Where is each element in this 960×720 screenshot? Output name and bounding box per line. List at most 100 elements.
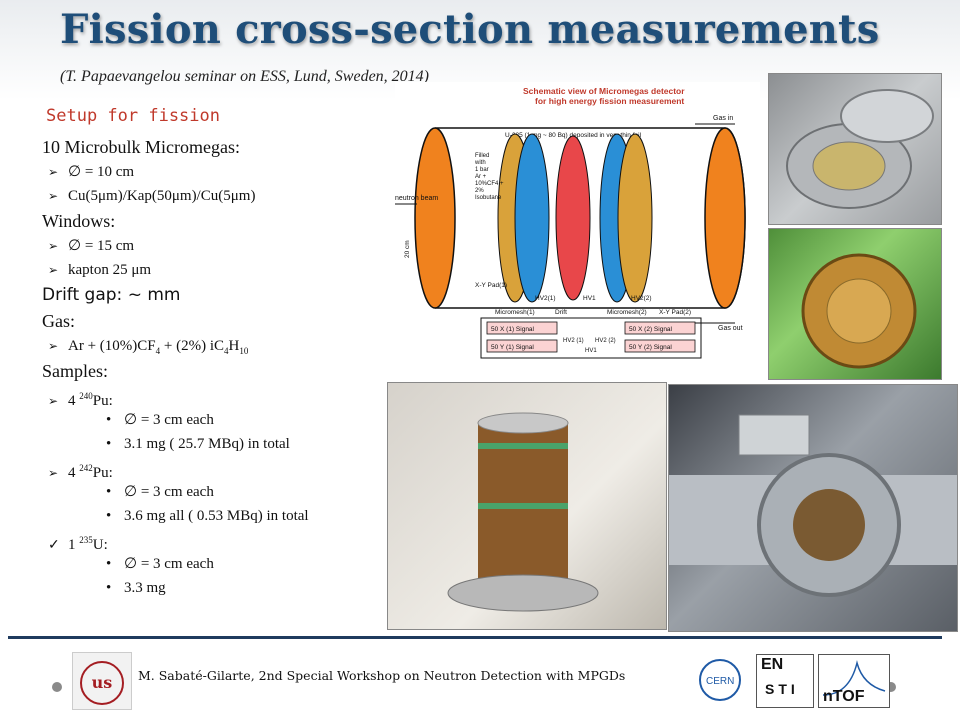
stack-ring-shape	[478, 503, 568, 509]
window-left	[414, 127, 456, 309]
en-text: EN	[761, 656, 784, 673]
micromesh-1	[514, 133, 550, 303]
dot-bullet-icon: •	[106, 484, 112, 500]
xy-pad1-label: X-Y Pad(1)	[475, 282, 507, 289]
arrow-bullet-icon: ➢	[48, 165, 59, 179]
list-item: ➢kapton 25 μm	[42, 258, 392, 282]
footer-citation: M. Sabaté-Gilarte, 2nd Special Workshop …	[138, 668, 626, 683]
list-item: ➢∅ = 10 cm	[42, 160, 392, 184]
hv1-label: HV1	[583, 295, 596, 302]
hv2-2-label: HV2(2)	[631, 295, 652, 302]
micromegas-schematic: Schematic view of Micromegas detector fo…	[395, 82, 760, 360]
en-sti-logo: EN STI	[756, 654, 814, 708]
slide-title: Fission cross-section measurements	[60, 6, 880, 53]
list-item: •3.3 mg	[42, 576, 392, 600]
schematic-title-2: for high energy fission measurement	[535, 96, 684, 106]
ntof-logo: nTOF	[818, 654, 890, 708]
list-item: ✓1 235U:	[42, 528, 392, 553]
stack-top-shape	[477, 412, 569, 434]
arrow-bullet-icon: ➢	[48, 189, 59, 203]
filled-with-line: 2%	[475, 188, 484, 194]
list-item: •3.6 mg all ( 0.53 MBq) in total	[42, 504, 392, 528]
filled-with-line: 10%CF4 +	[475, 181, 504, 187]
slide-subtitle: (T. Papaevangelou seminar on ESS, Lund, …	[60, 68, 429, 85]
filled-with-line: Filled	[475, 153, 489, 159]
university-logo: us	[72, 652, 132, 710]
xy-pad2-label: X-Y Pad(2)	[659, 309, 691, 316]
cern-text: CERN	[706, 676, 734, 687]
dot-bullet-icon: •	[106, 580, 112, 596]
ntof-curve-icon	[822, 660, 886, 696]
box-hv2-1-label: HV2 (1)	[563, 338, 584, 344]
arrow-bullet-icon: ➢	[48, 394, 59, 408]
gas-out-label: Gas out	[718, 325, 743, 332]
drift-gap-label: Drift gap: ~ mm	[42, 285, 181, 305]
foil-shape	[812, 141, 886, 191]
checkmark-icon: ✓	[48, 538, 60, 553]
filled-with-line: Isobutane	[475, 195, 502, 201]
inner-disk-shape	[826, 278, 892, 344]
micromesh1-label: Micromesh(1)	[495, 309, 535, 316]
footer-rule	[8, 636, 942, 639]
deposit-label: U-235 (1 mg ~ 80 Bq) deposited in very t…	[505, 132, 642, 139]
beamline-photo	[668, 384, 958, 632]
footer-dot-right-icon	[886, 682, 896, 692]
cern-ring-icon	[699, 659, 741, 701]
list-item: ➢∅ = 15 cm	[42, 234, 392, 258]
samples-label: Samples:	[42, 361, 108, 381]
stack-ring-shape	[478, 443, 568, 449]
schematic-title-1: Schematic view of Micromegas detector	[523, 86, 685, 96]
arrow-bullet-icon: ➢	[48, 239, 59, 253]
height-label: 20 cm	[404, 240, 411, 258]
filled-with-line: 1 bar	[475, 167, 489, 173]
signal-y1-box	[486, 339, 558, 353]
window-right	[704, 127, 746, 309]
signal-y2-label: 50 Y (2) Signal	[629, 344, 672, 351]
list-item: ➢4 242Pu:	[42, 456, 392, 481]
list-item: •∅ = 3 cm each	[42, 480, 392, 504]
drift-label: Drift	[555, 309, 567, 316]
sti-text: STI	[765, 681, 799, 697]
signal-y1-label: 50 Y (1) Signal	[491, 344, 534, 351]
arrow-bullet-icon: ➢	[48, 466, 59, 480]
dot-bullet-icon: •	[106, 556, 112, 572]
dot-bullet-icon: •	[106, 412, 112, 428]
pcb-photo	[768, 228, 942, 380]
micromegas-label: 10 Microbulk Micromegas:	[42, 137, 240, 157]
ntof-text: nTOF	[823, 688, 865, 705]
filled-with-line: Ar +	[475, 174, 487, 180]
signal-x2-label: 50 X (2) Signal	[629, 326, 673, 333]
signal-x1-label: 50 X (1) Signal	[491, 326, 535, 333]
stack-base-shape	[447, 574, 599, 612]
signal-y2-box	[624, 339, 696, 353]
electronics-box-shape	[738, 414, 810, 456]
footer-dot-left-icon	[52, 682, 62, 692]
university-seal-icon: us	[80, 661, 124, 705]
filled-with-line: with	[474, 160, 486, 166]
box-hv2-2-label: HV2 (2)	[595, 338, 616, 344]
neutron-beam-label: neutron beam	[395, 195, 438, 202]
xy-pad-2	[617, 133, 653, 303]
drift-electrode	[555, 135, 591, 301]
list-item: •∅ = 3 cm each	[42, 552, 392, 576]
list-item: ➢Cu(5μm)/Kap(50μm)/Cu(5μm)	[42, 184, 392, 208]
box-hv1-label: HV1	[585, 348, 597, 354]
dot-bullet-icon: •	[106, 436, 112, 452]
window-shape	[793, 489, 865, 561]
lid-shape	[840, 89, 934, 143]
micromesh2-label: Micromesh(2)	[607, 309, 647, 316]
list-item: •∅ = 3 cm each	[42, 408, 392, 432]
windows-label: Windows:	[42, 211, 116, 231]
list-item: •3.1 mg ( 25.7 MBq) in total	[42, 432, 392, 456]
arrow-bullet-icon: ➢	[48, 339, 59, 353]
gas-label: Gas:	[42, 311, 75, 331]
signal-x2-box	[624, 321, 696, 335]
list-item: ➢4 240Pu:	[42, 384, 392, 409]
detector-stack-photo	[387, 382, 667, 630]
section-heading: Setup for fission	[46, 106, 220, 126]
signal-x1-box	[486, 321, 558, 335]
list-item: ➢Ar + (10%)CF4 + (2%) iC4H10	[42, 334, 392, 358]
gas-in-label: Gas in	[713, 115, 733, 122]
detector-photo-top	[768, 73, 942, 225]
setup-list: 10 Microbulk Micromegas: ➢∅ = 10 cm ➢Cu(…	[42, 134, 392, 600]
